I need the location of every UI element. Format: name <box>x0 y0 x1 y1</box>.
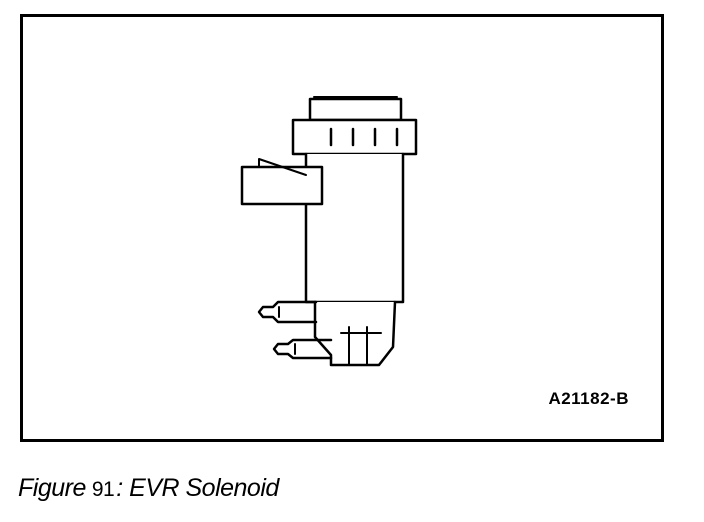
figure-frame: A21182-B <box>20 14 664 442</box>
solenoid-top-cap <box>308 96 403 122</box>
caption-number: 91 <box>91 478 115 501</box>
caption-title: EVR Solenoid <box>129 474 279 502</box>
vacuum-port-upper <box>257 300 318 324</box>
vacuum-port-lower <box>272 338 333 360</box>
evr-solenoid-illustration <box>240 96 418 367</box>
mounting-bracket <box>240 158 324 206</box>
solenoid-collar <box>291 118 418 164</box>
part-number-label: A21182-B <box>548 389 629 408</box>
caption-colon: : <box>116 474 123 502</box>
caption-word: Figure <box>18 474 86 502</box>
electrical-connector <box>313 300 397 367</box>
